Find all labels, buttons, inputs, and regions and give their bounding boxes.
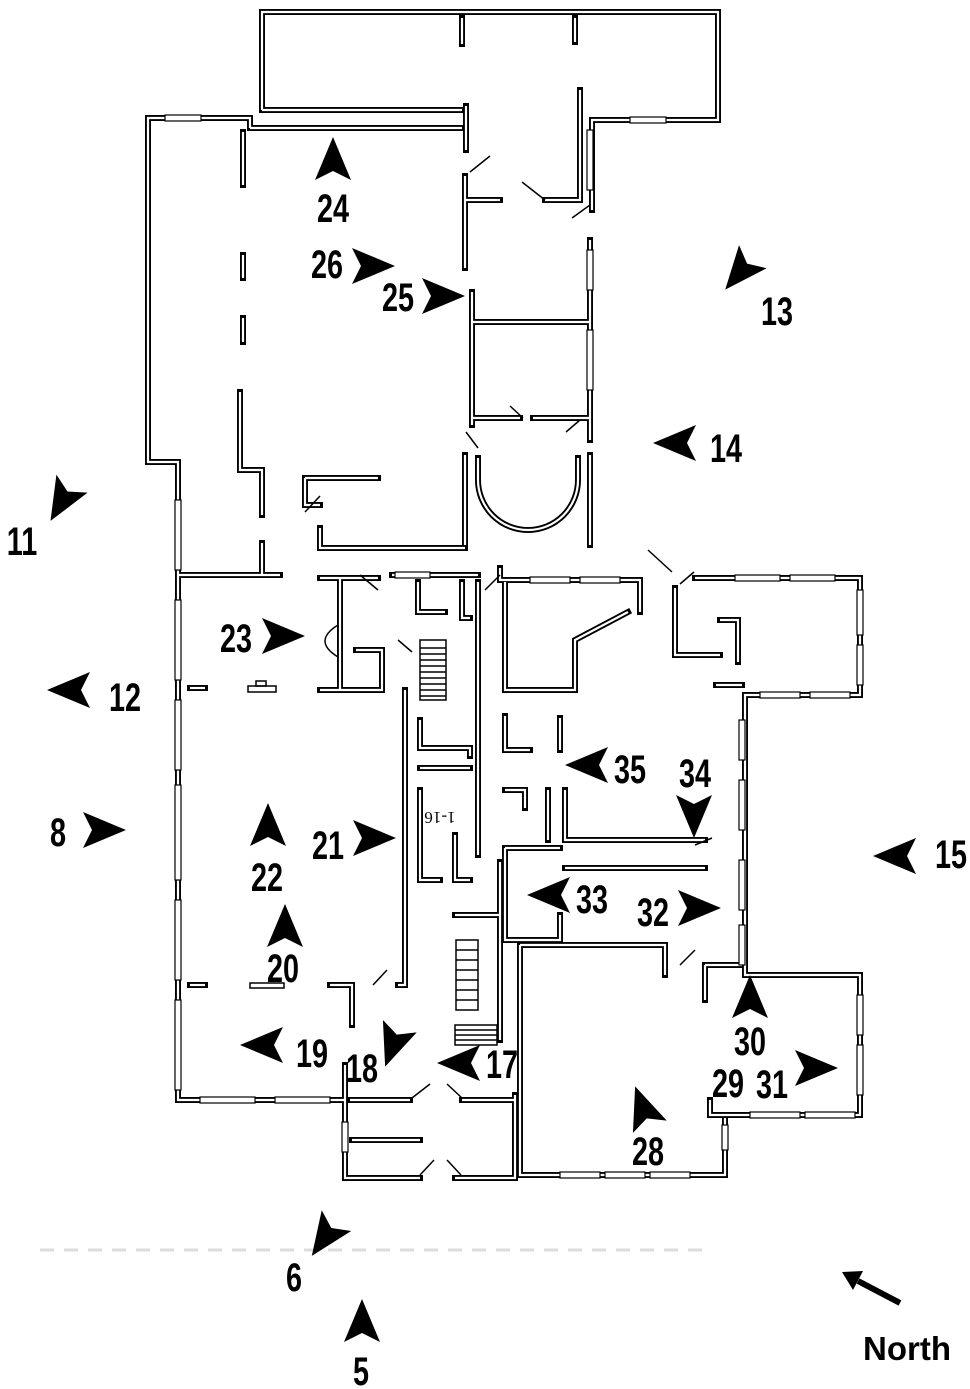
north-label: North	[863, 1330, 951, 1367]
view-arrow-33-icon	[527, 877, 570, 913]
view-arrow-19-icon	[240, 1027, 283, 1063]
marker-label-33: 33	[576, 877, 608, 922]
window	[721, 1124, 729, 1151]
window	[789, 574, 836, 582]
view-arrow-12-icon	[47, 672, 90, 708]
view-arrow-25-icon	[422, 278, 465, 314]
window	[629, 116, 667, 124]
window	[579, 576, 621, 584]
view-arrow-6-icon	[311, 1210, 352, 1256]
marker-label-20: 20	[267, 946, 299, 991]
view-arrow-21-icon	[353, 820, 396, 856]
marker-label-31: 31	[756, 1062, 788, 1107]
marker-label-34: 34	[679, 751, 712, 796]
marker-label-30: 30	[734, 1019, 766, 1064]
window	[174, 784, 182, 881]
marker-label-17: 17	[486, 1042, 518, 1087]
view-arrow-8-icon	[83, 812, 126, 848]
window	[738, 779, 746, 831]
room-label: 1-16	[424, 808, 455, 827]
window	[738, 924, 746, 966]
view-arrow-11-icon	[50, 474, 88, 521]
marker-label-13: 13	[761, 289, 793, 334]
door-swings	[304, 155, 713, 1176]
window	[809, 691, 851, 699]
window	[738, 719, 746, 761]
marker-label-5: 5	[353, 1349, 369, 1389]
view-arrow-34-icon	[676, 795, 712, 838]
window	[529, 576, 571, 584]
window	[586, 329, 594, 391]
window	[749, 1111, 801, 1119]
marker-label-8: 8	[50, 810, 66, 855]
marker-label-25: 25	[382, 275, 414, 320]
window	[274, 1096, 331, 1104]
window	[394, 571, 431, 579]
staircase	[419, 639, 447, 701]
marker-label-15: 15	[935, 832, 967, 877]
marker-label-24: 24	[317, 186, 350, 231]
marker-label-14: 14	[710, 426, 743, 471]
marker-label-11: 11	[7, 519, 37, 564]
window	[738, 859, 746, 911]
marker-labels: 24 26 25 13 14 11 23 12 8 22 21 35 34 15…	[7, 186, 967, 1389]
marker-label-6: 6	[286, 1255, 302, 1300]
view-arrow-30-icon	[732, 975, 768, 1018]
view-arrow-28-icon	[632, 1086, 667, 1133]
view-arrows	[47, 137, 916, 1342]
window	[174, 499, 182, 571]
window	[586, 249, 594, 291]
view-arrow-15-icon	[873, 838, 916, 874]
window	[856, 1044, 864, 1096]
window	[199, 1096, 256, 1104]
window	[856, 994, 864, 1036]
marker-label-22: 22	[251, 855, 283, 900]
view-arrow-5-icon	[344, 1299, 380, 1342]
window	[649, 1171, 691, 1179]
marker-label-18: 18	[346, 1046, 378, 1091]
fireplace	[249, 982, 285, 989]
view-arrow-18-icon	[382, 1020, 417, 1067]
window	[559, 1171, 601, 1179]
view-arrow-31-icon	[795, 1050, 838, 1086]
window	[734, 574, 781, 582]
window	[586, 129, 594, 191]
marker-label-19: 19	[296, 1031, 328, 1076]
marker-label-28: 28	[632, 1129, 664, 1174]
window	[174, 599, 182, 681]
view-arrow-22-icon	[250, 803, 286, 846]
view-arrow-35-icon	[565, 747, 608, 783]
window	[341, 1121, 349, 1153]
view-arrow-32-icon	[678, 890, 721, 926]
window	[174, 899, 182, 981]
view-arrow-13-icon	[725, 245, 767, 290]
marker-label-23: 23	[220, 616, 252, 661]
window	[174, 999, 182, 1091]
marker-label-32: 32	[637, 890, 669, 935]
view-arrow-26-icon	[352, 248, 395, 284]
fireplace	[247, 680, 277, 693]
staircase	[454, 939, 498, 1046]
marker-label-35: 35	[614, 747, 646, 792]
view-arrow-20-icon	[267, 904, 303, 947]
window	[164, 114, 202, 122]
view-arrow-14-icon	[653, 425, 696, 461]
marker-label-21: 21	[312, 823, 344, 868]
view-arrow-17-icon	[437, 1045, 480, 1081]
window	[759, 691, 801, 699]
window	[604, 1171, 646, 1179]
north-arrow-icon	[842, 1271, 902, 1306]
marker-label-29: 29	[712, 1061, 744, 1106]
window	[856, 644, 864, 686]
window	[174, 699, 182, 771]
view-arrow-24-icon	[315, 137, 351, 180]
windows	[164, 114, 864, 1179]
view-arrow-23-icon	[262, 618, 305, 654]
marker-label-12: 12	[109, 675, 141, 720]
window	[856, 589, 864, 636]
window	[804, 1111, 856, 1119]
marker-label-26: 26	[311, 242, 343, 287]
